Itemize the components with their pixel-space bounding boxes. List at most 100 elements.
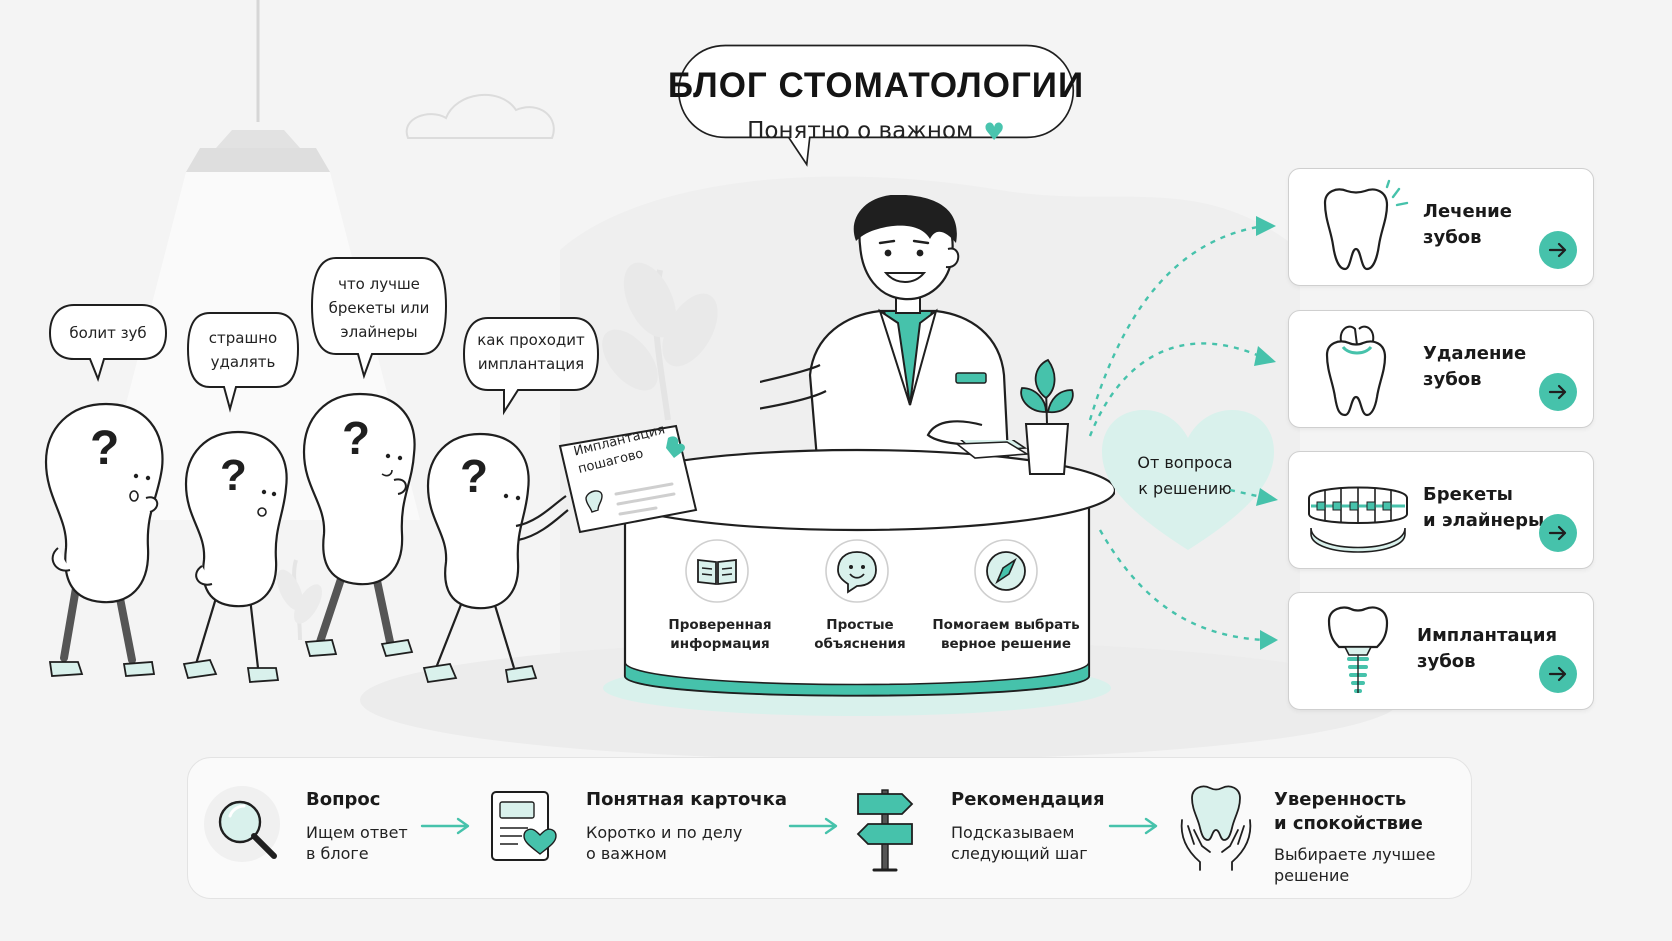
heart-badge-text: От вопроса к решению <box>1110 450 1260 502</box>
speech-bubble <box>48 304 168 383</box>
magnifier-icon <box>204 786 280 862</box>
topic-card-braces[interactable]: Брекеты и элайнеры <box>1288 451 1594 569</box>
topic-line: Лечение <box>1423 201 1512 222</box>
feature-verified-info: Проверенная информация <box>658 616 782 654</box>
speech-bubble <box>186 312 300 413</box>
feature-simple-explanations: Простые объяснения <box>798 616 922 654</box>
step-text-line: Ищем ответ <box>306 823 408 842</box>
potted-plant <box>1020 358 1074 475</box>
feature-help-choose: Помогаем выбрать верное решение <box>926 616 1086 654</box>
dentist-character <box>760 195 1012 495</box>
feature-line: верное решение <box>940 636 1072 652</box>
step-title-line: и спокойствие <box>1274 813 1423 834</box>
heart-badge-line: к решению <box>1138 479 1232 498</box>
speech-bubble <box>310 257 448 380</box>
topic-go-button[interactable] <box>1539 655 1577 693</box>
heart-icon: ♥ <box>983 118 1005 146</box>
arrow-right-icon <box>788 817 838 835</box>
question-line: удалять <box>210 353 276 371</box>
process-strip: Вопрос Ищем ответ в блоге Понятная карто… <box>187 757 1472 899</box>
feature-line: Простые <box>826 617 894 633</box>
step-text-line: решение <box>1274 866 1350 885</box>
arrow-right-icon <box>420 817 470 835</box>
question-bubble-1: болит зуб <box>48 321 168 345</box>
heart-badge-line: От вопроса <box>1137 453 1233 472</box>
confused-tooth-character: ? <box>44 402 164 677</box>
arrow-right-icon <box>1548 384 1567 400</box>
page-subtitle: Понятно о важном ♥ <box>612 118 1140 146</box>
topic-go-button[interactable] <box>1539 231 1577 269</box>
braces-icon <box>1308 486 1408 553</box>
feature-line: Проверенная <box>668 617 772 633</box>
heart-badge <box>1102 410 1274 550</box>
compass-icon <box>974 539 1038 603</box>
arrow-right-icon <box>1548 525 1567 541</box>
question-bubble-2: страшно удалять <box>186 326 300 374</box>
topic-go-button[interactable] <box>1539 373 1577 411</box>
step-title-line: Понятная карточка <box>586 789 788 810</box>
confused-tooth-character: ? <box>422 432 569 684</box>
step-title: Уверенность и спокойствие <box>1274 788 1423 836</box>
topic-card-extraction[interactable]: Удаление зубов <box>1288 310 1594 428</box>
question-line: как проходит <box>477 331 585 349</box>
step-text: Коротко и по делу о важном <box>586 822 742 864</box>
header-speech-bubble <box>677 44 1075 167</box>
step-text: Ищем ответ в блоге <box>306 822 408 864</box>
signpost-icon <box>856 789 914 872</box>
feature-line: Помогаем выбрать <box>932 617 1080 633</box>
question-bubble-4: как проходит имплантация <box>462 328 600 376</box>
topic-label: Имплантация зубов <box>1417 623 1557 675</box>
smile-chat-icon <box>825 539 889 603</box>
subtitle-text: Понятно о важном <box>747 118 974 144</box>
topic-line: зубов <box>1417 651 1476 672</box>
topic-line: зубов <box>1423 369 1482 390</box>
step-text-line: о важном <box>586 844 667 863</box>
step-text-line: в блоге <box>306 844 369 863</box>
step-title: Вопрос <box>306 788 380 812</box>
svg-text:?: ? <box>220 451 247 500</box>
step-title-line: Уверенность <box>1274 789 1407 810</box>
arrow-right-icon <box>1548 242 1567 258</box>
confused-tooth-character: ? <box>182 430 288 683</box>
svg-text:?: ? <box>90 422 119 475</box>
step-text: Выбираете лучшее решение <box>1274 844 1435 886</box>
step-title-line: Рекомендация <box>951 789 1105 810</box>
step-title-line: Вопрос <box>306 789 381 810</box>
arrow-right-icon <box>1548 666 1567 682</box>
topic-line: и элайнеры <box>1423 510 1545 531</box>
step-text-line: Коротко и по делу <box>586 823 743 842</box>
implant-icon <box>1327 606 1389 693</box>
question-line: что лучше <box>338 275 420 293</box>
step-text-line: следующий шаг <box>951 844 1088 863</box>
step-text-line: Выбираете лучшее <box>1274 845 1436 864</box>
page-title: БЛОГ СТОМАТОЛОГИИ <box>667 66 1085 105</box>
handed-info-card <box>558 424 698 534</box>
feature-line: объяснения <box>814 636 906 652</box>
topic-label: Брекеты и элайнеры <box>1423 482 1544 534</box>
topic-go-button[interactable] <box>1539 514 1577 552</box>
arrow-right-icon <box>1108 817 1158 835</box>
svg-text:?: ? <box>342 412 370 464</box>
question-line: элайнеры <box>340 323 418 341</box>
topic-line: Удаление <box>1423 343 1527 364</box>
feature-line: информация <box>670 636 770 652</box>
topic-label: Удаление зубов <box>1423 341 1526 393</box>
heart-card-icon <box>491 791 557 861</box>
topic-line: зубов <box>1423 227 1482 248</box>
topic-label: Лечение зубов <box>1423 199 1512 251</box>
question-line: брекеты или <box>328 299 430 317</box>
tooth-extraction-icon <box>1325 325 1387 417</box>
hands-tooth-icon <box>1180 785 1252 871</box>
tooth-sparkle-icon <box>1323 179 1409 271</box>
speech-bubble <box>462 317 600 416</box>
topic-line: Имплантация <box>1417 625 1558 646</box>
topic-card-treatment[interactable]: Лечение зубов <box>1288 168 1594 286</box>
svg-text:?: ? <box>460 450 488 502</box>
book-icon <box>685 539 749 603</box>
step-text-line: Подсказываем <box>951 823 1075 842</box>
topic-card-implant[interactable]: Имплантация зубов <box>1288 592 1594 710</box>
step-title: Понятная карточка <box>586 788 787 812</box>
topic-line: Брекеты <box>1423 484 1513 505</box>
step-text: Подсказываем следующий шаг <box>951 822 1088 864</box>
